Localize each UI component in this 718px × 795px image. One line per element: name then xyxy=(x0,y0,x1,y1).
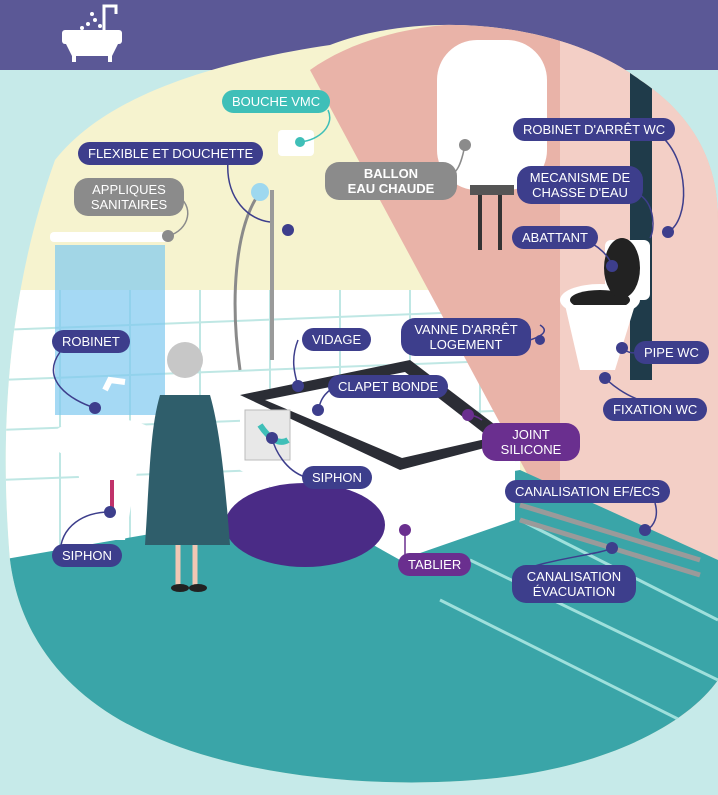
label-text: CLAPET BONDE xyxy=(338,379,439,394)
label-text: BOUCHE VMC xyxy=(232,94,321,109)
label-text-line2: ÉVACUATION xyxy=(532,584,616,599)
label-text-line2: SILICONE xyxy=(500,442,562,457)
label-ballon-eau-chaude: BALLON EAU CHAUDE xyxy=(325,162,457,200)
label-siphon-lavabo: SIPHON xyxy=(52,544,122,567)
label-text-line2: SANITAIRES xyxy=(90,197,168,212)
bath-mat xyxy=(225,483,385,567)
bathtub-icon xyxy=(62,4,122,62)
label-text-line1: VANNE D'ARRÊT xyxy=(414,322,518,337)
label-pipe-wc: PIPE WC xyxy=(634,341,709,364)
label-flexible-douchette: FLEXIBLE ET DOUCHETTE xyxy=(78,142,264,165)
label-robinet: ROBINET xyxy=(52,330,130,353)
water-heater xyxy=(437,40,547,190)
label-appliques-sanitaires: APPLIQUES SANITAIRES xyxy=(74,178,184,216)
label-joint-silicone: JOINT SILICONE xyxy=(482,423,580,461)
label-text: ROBINET D'ARRÊT WC xyxy=(523,122,666,137)
label-fixation-wc: FIXATION WC xyxy=(603,398,708,421)
label-text-line2: LOGEMENT xyxy=(429,337,503,352)
label-robinet-arret-wc: ROBINET D'ARRÊT WC xyxy=(513,118,676,141)
label-text: PIPE WC xyxy=(644,345,699,360)
label-text-line1: MECANISME DE xyxy=(529,170,631,185)
label-text-line1: JOINT xyxy=(512,427,550,442)
sink xyxy=(50,418,160,462)
label-vanne-arret: VANNE D'ARRÊT LOGEMENT xyxy=(401,318,531,356)
label-mecanisme-chasse: MECANISME DE CHASSE D'EAU xyxy=(517,166,643,204)
label-text: CANALISATION EF/ECS xyxy=(515,484,660,499)
woman-figure xyxy=(145,342,230,592)
label-text-line2: CHASSE D'EAU xyxy=(532,185,628,200)
label-abattant: ABATTANT xyxy=(512,226,598,249)
label-text: VIDAGE xyxy=(312,332,362,347)
label-canalisation-evacuation: CANALISATION ÉVACUATION xyxy=(512,565,636,603)
label-text: SIPHON xyxy=(312,470,362,485)
label-text: ROBINET xyxy=(62,334,120,349)
label-text-line1: CANALISATION xyxy=(526,569,622,584)
label-clapet-bonde: CLAPET BONDE xyxy=(328,375,449,398)
label-canalisation-ef-ecs: CANALISATION EF/ECS xyxy=(505,480,670,503)
label-text: ABATTANT xyxy=(522,230,588,245)
label-text-line2: EAU CHAUDE xyxy=(347,181,435,196)
label-vidage: VIDAGE xyxy=(302,328,372,351)
label-text: FIXATION WC xyxy=(613,402,698,417)
label-text: SIPHON xyxy=(62,548,112,563)
label-siphon-baignoire: SIPHON xyxy=(302,466,372,489)
label-text-line1: APPLIQUES xyxy=(92,182,166,197)
label-text: TABLIER xyxy=(408,557,462,572)
label-bouche-vmc: BOUCHE VMC xyxy=(222,90,331,113)
label-tablier: TABLIER xyxy=(398,553,472,576)
label-text-line1: BALLON xyxy=(363,166,419,181)
label-text: FLEXIBLE ET DOUCHETTE xyxy=(88,146,254,161)
